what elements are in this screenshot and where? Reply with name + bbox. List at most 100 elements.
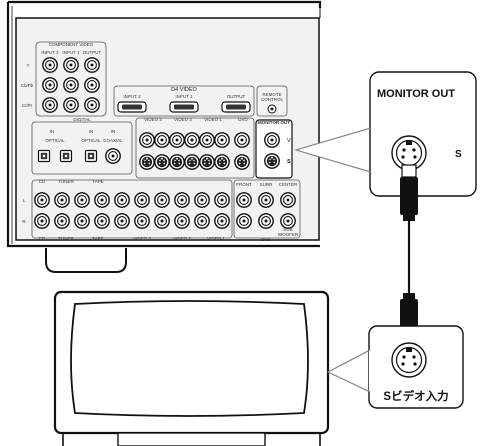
d4-jack [221,101,251,113]
audio-jack [194,213,210,229]
video3-label: VIDEO 3 [144,117,162,122]
callout-s-video-input-label: Sビデオ入力 [383,389,448,403]
digital-in-label: IN [89,129,94,134]
callout-s-video-jack [391,135,427,171]
audio-block: CD TUNER TAPE L R CD TUNER TAPE VIDEO 3 … [22,179,233,241]
component-output-label: OUTPUT [83,50,102,55]
panel-monitor-out-label: MONITOR OUT [258,120,290,125]
audio-video3-label: VIDEO 3 [133,236,151,241]
audio-cd-label: CD [39,236,46,241]
component-y-label: Y [26,63,29,68]
s-video-input-callout: Sビデオ入力 [326,325,464,409]
coaxial-jack [105,148,121,164]
audio-jack [194,192,210,208]
front-label: FRONT [236,182,252,187]
audio-jack [34,213,50,229]
s-video-jack [169,154,185,170]
d4-output-label: OUTPUT [227,94,246,99]
component-input2-label: INPUT 2 [41,50,59,55]
component-jack [84,77,100,93]
video1-label: VIDEO 1 [204,117,222,122]
digital-block: DIGITAL IN IN IN OPTICAL OPTICAL COAXIAL [31,117,133,175]
dvd-audio-jack [258,213,274,229]
dvd-audio-label: DVD [261,237,271,242]
audio-jack [134,213,150,229]
dvd-audio-jack [280,192,296,208]
audio-jack [54,192,70,208]
video2-label: VIDEO 2 [174,117,192,122]
monitor-s-label: S [287,159,291,165]
component-jack [84,97,100,113]
audio-tuner-label: TUNER [58,179,74,184]
audio-jack [74,192,90,208]
s-video-jack [214,154,230,170]
audio-tuner-label: TUNER [58,236,74,241]
remote-label: REMOTE [262,92,281,97]
monitor-s-video-jack [264,153,280,169]
optical-label: OPTICAL [45,138,65,143]
audio-jack [154,213,170,229]
component-cr-label: Cr/Pr [22,103,33,108]
digital-in-label: IN [50,129,55,134]
audio-jack [34,192,50,208]
dvd-audio-jack [258,192,274,208]
audio-jack [94,192,110,208]
s-video-jack [154,154,170,170]
callout-monitor-out-title: MONITOR OUT [377,88,455,100]
audio-video2-label: VIDEO 2 [173,236,191,241]
audio-jack [174,192,190,208]
dvd-audio-jack [236,192,252,208]
audio-tape-label: TAPE [92,236,103,241]
s-video-jack [184,154,200,170]
video-jack [154,132,170,148]
d4-input1-label: INPUT 1 [175,94,193,99]
d4-video-label: D4 VIDEO [171,87,197,93]
video-jack [139,132,155,148]
optical-jack [59,149,73,163]
d4-input2-label: INPUT 2 [123,94,141,99]
audio-r-label: R [22,219,26,224]
component-cb-label: Cb/Pb [21,83,34,88]
video-jack [169,132,185,148]
audio-jack [54,213,70,229]
s-video-cable [400,164,418,350]
center-label: CENTER [279,182,298,187]
s-video-jack [199,154,215,170]
monitor-out-callout: MONITOR OUT S [294,71,477,197]
dvd-label: DVD [238,117,248,122]
optical-jack [84,149,98,163]
video-inputs-block: VIDEO 3 VIDEO 2 VIDEO 1 DVD [135,117,255,179]
d4-jack [169,101,199,113]
callout-s-label: S [455,149,462,160]
television [53,290,330,446]
video-jack [199,132,215,148]
audio-jack [174,213,190,229]
callout-tv-s-video-jack [391,342,427,378]
video-jack [214,132,230,148]
audio-cd-label: CD [39,179,46,184]
audio-jack [154,192,170,208]
video-jack [184,132,200,148]
audio-jack [114,192,130,208]
audio-jack [214,213,230,229]
panel-monitor-out-block: MONITOR OUT V S [255,119,293,179]
audio-tape-label: TAPE [92,179,103,184]
audio-jack [114,213,130,229]
monitor-video-jack [264,132,280,148]
component-jack [42,77,58,93]
component-jack [84,57,100,73]
dvd-multichannel-block: FRONT SURR CENTER SUB WOOFER DVD [233,179,301,242]
audio-l-label: L [23,198,26,203]
component-video-label: COMPONENT VIDEO [49,42,94,47]
digital-in-label: IN [111,129,116,134]
audio-video1-label: VIDEO 1 [207,236,225,241]
woofer-label: WOOFER [278,232,299,237]
component-input1-label: INPUT 1 [62,50,80,55]
optical-label: OPTICAL [81,138,101,143]
component-video-block: COMPONENT VIDEO INPUT 2 INPUT 1 OUTPUT Y… [21,41,107,117]
audio-jack [214,192,230,208]
component-jack [42,97,58,113]
s-video-jack [234,154,250,170]
component-jack [42,57,58,73]
